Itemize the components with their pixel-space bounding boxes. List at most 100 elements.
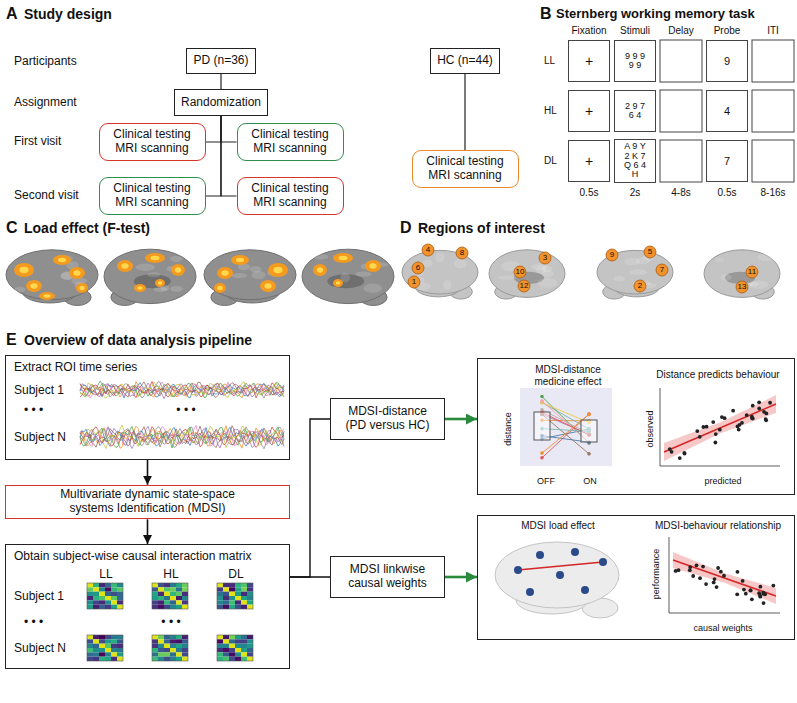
matrix-cell: [105, 587, 111, 591]
matrix-cell: [99, 652, 105, 656]
data-point: [762, 601, 766, 605]
matrix-cell: [229, 635, 235, 639]
matrix-cell: [93, 596, 99, 600]
activation-blob: [268, 263, 288, 277]
connector: [206, 116, 221, 142]
matrix-cell: [182, 639, 188, 643]
matrix-cell: [93, 644, 99, 648]
activation-peak: [73, 270, 80, 275]
matrix-cell: [170, 652, 176, 656]
matrix-cell: [117, 583, 123, 587]
matrix-cell: [229, 592, 235, 596]
matrix-cell: [170, 592, 176, 596]
data-point: [715, 585, 719, 589]
gyrus-shading: [715, 258, 724, 262]
connector: [221, 116, 237, 142]
matrix-cell: [164, 644, 170, 648]
box-text: Distance predicts behaviour: [656, 369, 779, 381]
box-text: MDSI-behaviour relationship: [655, 520, 781, 532]
matrix-cell: [93, 635, 99, 639]
matrix-cell: [152, 657, 158, 661]
matrix-cell: [241, 596, 247, 600]
matrix-cell: [223, 583, 229, 587]
box-text: Subject 1: [14, 384, 64, 398]
data-point: [731, 409, 735, 413]
matrix-cell: [152, 652, 158, 656]
gyrus-shading: [435, 253, 444, 263]
data-point: [670, 450, 674, 454]
box-label: HC (n=44): [437, 54, 493, 68]
column-header: Stimuli: [620, 25, 650, 37]
matrix-cell: [217, 635, 223, 639]
matrix-cell: [176, 592, 182, 596]
data-point: [768, 401, 772, 405]
fixation-screen: +: [568, 40, 610, 82]
activation-peak: [264, 283, 271, 288]
box-label: MDSI-distance (PD versus HC): [339, 405, 437, 433]
bold-time-series: [80, 382, 284, 398]
matrix-cell: [164, 652, 170, 656]
matrix-cell: [182, 583, 188, 587]
matrix-cell: [111, 648, 117, 652]
matrix-cell: [105, 644, 111, 648]
duration-label: 4-8s: [671, 187, 690, 199]
probe-screen: 9: [706, 40, 748, 82]
bold-time-series: [80, 382, 284, 398]
subject-point: [587, 413, 591, 417]
matrix-cell: [152, 596, 158, 600]
callout-number: 3: [543, 253, 547, 262]
matrix-cell: [217, 600, 223, 604]
roi-node: [556, 571, 564, 579]
matrix-cell: [235, 605, 241, 609]
gyrus-shading: [136, 264, 155, 271]
activation-blob: [214, 283, 226, 293]
matrix-cell: [87, 596, 93, 600]
box-label: 2 9 7 6 4: [622, 102, 648, 121]
matrix-cell: [152, 605, 158, 609]
matrix-cell: [164, 605, 170, 609]
matrix-cell: [241, 605, 247, 609]
matrix-cell: [152, 635, 158, 639]
matrix-cell: [158, 652, 164, 656]
subject-point: [587, 412, 591, 416]
matrix-cell: [117, 587, 123, 591]
gyrus-shading: [170, 256, 182, 262]
matrix-cell: [229, 596, 235, 600]
matrix-cell: [117, 596, 123, 600]
matrix-cell: [170, 635, 176, 639]
data-point: [691, 574, 695, 578]
activation-blob: [217, 267, 233, 279]
column-header: ITI: [767, 25, 779, 37]
activation-peak: [151, 256, 160, 261]
matrix-cell: [105, 600, 111, 604]
data-point: [678, 456, 682, 460]
activation-peak: [158, 281, 163, 285]
activation-peak: [274, 267, 283, 273]
matrix-cell: [182, 605, 188, 609]
data-point: [740, 421, 744, 425]
box-label: +: [585, 153, 593, 169]
matrix-cell: [99, 587, 105, 591]
visit-box: Clinical testing MRI scanning: [237, 123, 344, 161]
brain-surface: [6, 250, 98, 306]
box-text: distance: [503, 412, 513, 446]
data-point: [736, 570, 740, 574]
gyrus-shading: [250, 266, 262, 272]
activation-blob: [26, 280, 42, 292]
roi-marker: [606, 249, 618, 261]
duration-label: 0.5s: [580, 187, 599, 199]
matrix-cell: [241, 592, 247, 596]
matrix-cell: [111, 587, 117, 591]
matrix-cell: [111, 605, 117, 609]
connector: [445, 576, 477, 579]
matrix-cell: [182, 644, 188, 648]
matrix-cell: [182, 587, 188, 591]
connector: [221, 116, 237, 196]
box-text: ON: [583, 476, 597, 486]
activation-blob: [155, 279, 165, 287]
matrix-cell: [164, 657, 170, 661]
panel-letter: D: [400, 219, 412, 237]
condition-label: DL: [544, 155, 557, 167]
activation-peak: [236, 258, 244, 263]
data-point: [713, 441, 717, 445]
